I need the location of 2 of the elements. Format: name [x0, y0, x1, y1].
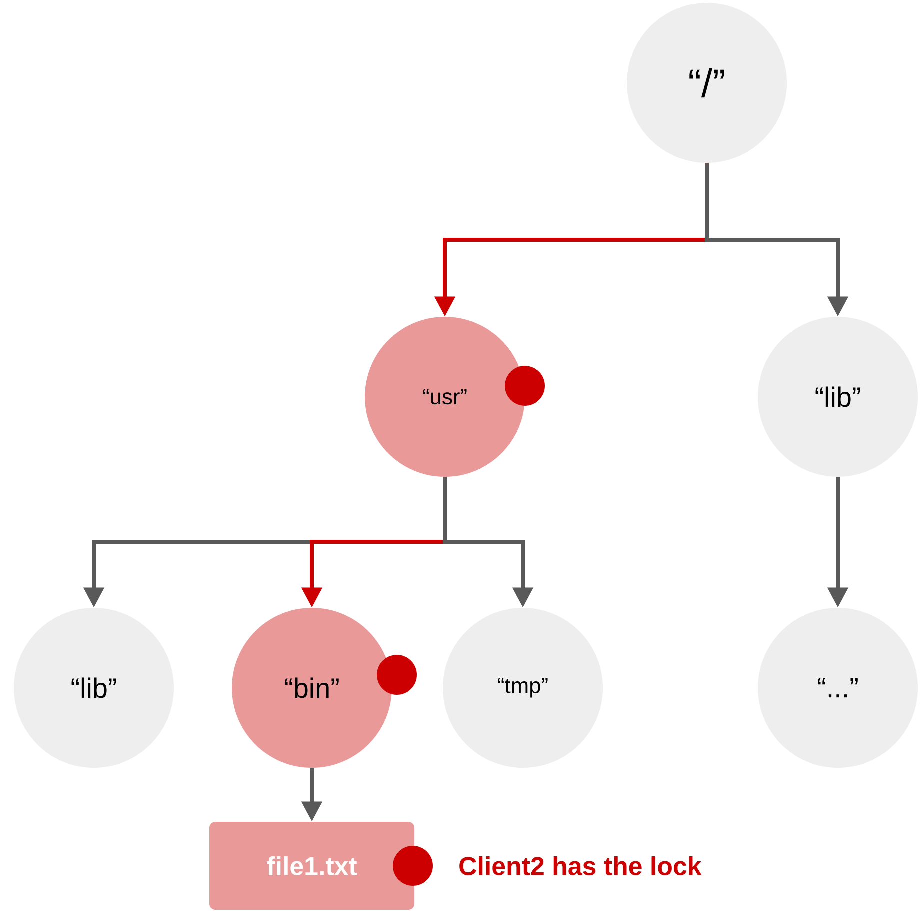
file-box: file1.txt	[210, 822, 414, 910]
lock-note: Client2 has the lock	[460, 856, 702, 876]
